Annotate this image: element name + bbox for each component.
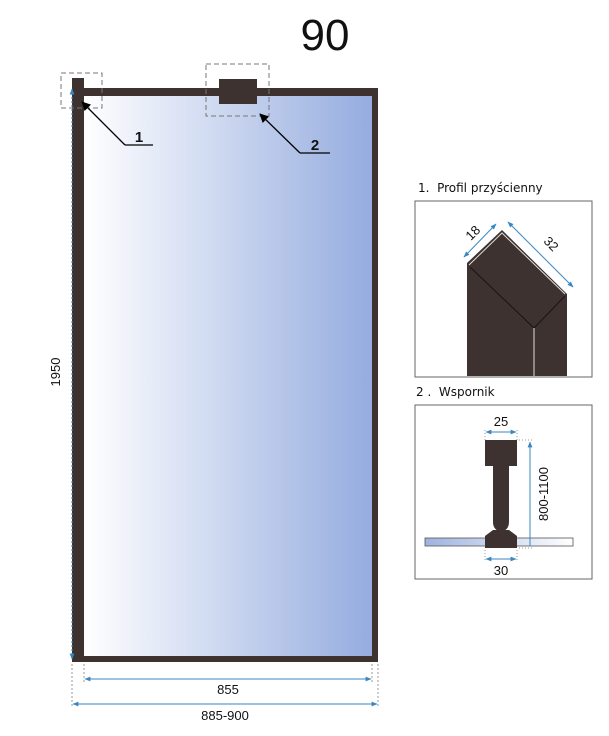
- bracket: [219, 79, 257, 104]
- total-width-value: 885-900: [201, 708, 249, 723]
- callout-2-label: 2: [311, 137, 319, 154]
- height-dimension: 1950: [48, 88, 75, 660]
- dim-30: 30: [494, 563, 508, 578]
- bracket-detail: 25 800-1100 30: [424, 414, 574, 578]
- dim-25: 25: [494, 414, 508, 429]
- callout-2: 2: [259, 113, 330, 154]
- glass-width-dimension: 855: [83, 664, 373, 697]
- callout-1-label: 1: [135, 129, 143, 146]
- detail-1-label: 1. Profil przyścienny: [418, 181, 543, 195]
- glass-panel: [72, 78, 378, 662]
- total-width-dimension: 885-900: [71, 664, 379, 723]
- detail-box-2: [205, 63, 270, 117]
- height-value: 1950: [48, 358, 63, 387]
- wall-profile: [72, 78, 84, 98]
- callout-1: 1: [81, 101, 153, 146]
- detail-2-label: 2 . Wspornik: [416, 385, 495, 399]
- model-title: 90: [301, 11, 350, 60]
- dim-800-1100: 800-1100: [536, 467, 551, 521]
- glass-width-value: 855: [217, 682, 239, 697]
